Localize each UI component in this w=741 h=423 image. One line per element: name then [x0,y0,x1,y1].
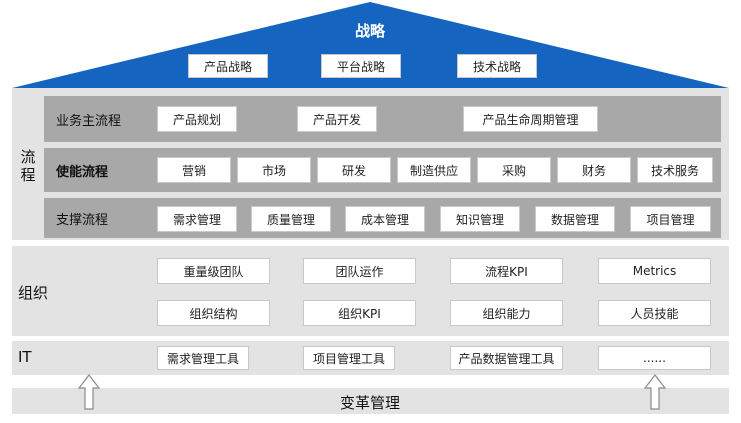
org-item: 团队运作 [303,258,416,284]
change-management-label: 变革管理 [339,394,400,412]
org-item: 流程KPI [450,258,563,284]
it-item: ...... [598,346,711,370]
process-item: 质量管理 [251,206,331,232]
process-item: 采购 [477,157,551,183]
process-label-text: 流程 [20,148,36,184]
it-label: IT [18,348,32,366]
process-item: 项目管理 [630,206,711,232]
row-label-enabling: 使能流程 [56,164,109,180]
org-label: 组织 [18,284,49,302]
it-item: 产品数据管理工具 [450,346,563,370]
roof-title: 战略 [354,22,385,40]
process-row-main [44,96,721,142]
row-label-main: 业务主流程 [56,113,122,129]
process-item: 制造供应 [397,157,471,183]
process-item: 财务 [557,157,631,183]
process-item: 需求管理 [157,206,237,232]
process-item: 成本管理 [345,206,425,232]
process-item: 营销 [157,157,231,183]
change-management-bar [12,388,729,414]
process-item: 知识管理 [440,206,520,232]
strategy-box: 平台战略 [321,54,401,78]
org-item: 人员技能 [598,300,711,326]
strategy-box: 技术战略 [457,54,537,78]
process-item: 技术服务 [637,157,713,183]
process-item: 产品规划 [157,106,237,132]
up-arrow-icon [78,374,100,410]
process-item: 市场 [237,157,311,183]
org-item: 组织KPI [303,300,416,326]
org-item: Metrics [598,258,711,284]
process-item: 产品生命周期管理 [463,106,598,132]
it-item: 项目管理工具 [303,346,395,370]
org-item: 组织结构 [157,300,270,326]
org-item: 组织能力 [450,300,563,326]
process-item: 数据管理 [535,206,615,232]
process-item: 产品开发 [297,106,377,132]
it-item: 需求管理工具 [157,346,249,370]
up-arrow-icon [644,374,666,410]
org-item: 重量级团队 [157,258,270,284]
process-item: 研发 [317,157,391,183]
strategy-box: 产品战略 [188,54,268,78]
process-label: 流程 [18,148,38,184]
row-label-support: 支撑流程 [56,212,109,228]
